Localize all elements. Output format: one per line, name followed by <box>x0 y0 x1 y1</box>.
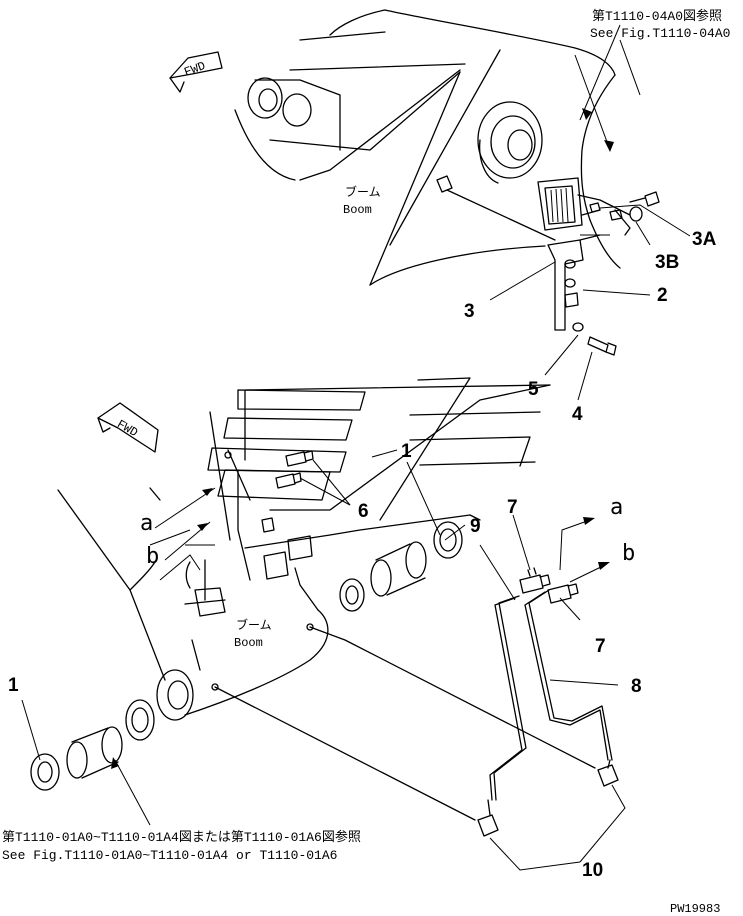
guide-plates <box>207 377 551 581</box>
boom-label-en-lower: Boom <box>234 636 263 650</box>
fittings-6 <box>224 449 314 580</box>
lower-boom-outline <box>30 487 329 791</box>
callout-8: 8 <box>631 676 642 697</box>
callout-3a: 3A <box>692 229 717 250</box>
upper-boom-outline <box>234 9 621 286</box>
fwd-label-upper: FWD <box>182 59 207 80</box>
callout-3: 3 <box>464 301 475 322</box>
callout-7-top: 7 <box>507 497 518 518</box>
reference-bottom-en: See Fig.T1110-01A0~T1110-01A4 or T1110-0… <box>2 848 337 863</box>
callout-4: 4 <box>572 404 583 425</box>
connection-b-left: b <box>146 544 159 569</box>
boom-label-jp-upper: ブーム <box>345 184 381 200</box>
callout-3b: 3B <box>655 252 679 273</box>
callout-1-mid: 1 <box>401 441 412 462</box>
callout-10: 10 <box>582 860 603 881</box>
fwd-label-lower: FWD <box>114 417 140 440</box>
callout-6: 6 <box>358 501 369 522</box>
boom-label-en-upper: Boom <box>343 203 372 217</box>
arrowheads <box>111 108 614 769</box>
reference-bottom-jp: 第T1110-01A0~T1110-01A4図または第T1110-01A6図参照 <box>2 829 361 845</box>
bushings-middle <box>339 521 463 612</box>
callout-1-left: 1 <box>8 675 19 696</box>
reference-top-jp: 第T1110-04A0図参照 <box>592 8 722 24</box>
connection-a-left: a <box>140 511 153 536</box>
boom-label-jp-lower: ブーム <box>236 617 272 633</box>
drawing-id: PW19983 <box>670 902 720 916</box>
connection-a-right: a <box>610 495 623 520</box>
fwd-arrow-upper: FWD <box>169 51 223 93</box>
reference-top-en: See Fig.T1110-04A0 <box>590 26 730 41</box>
work-lamp-assembly <box>436 175 660 356</box>
callout-9: 9 <box>470 516 481 537</box>
fwd-arrow-lower: FWD <box>97 402 159 453</box>
callout-7-bottom: 7 <box>595 636 606 657</box>
callout-2: 2 <box>657 285 668 306</box>
callout-5: 5 <box>528 379 539 400</box>
connection-b-right: b <box>622 541 635 566</box>
hose-lines <box>211 567 619 837</box>
